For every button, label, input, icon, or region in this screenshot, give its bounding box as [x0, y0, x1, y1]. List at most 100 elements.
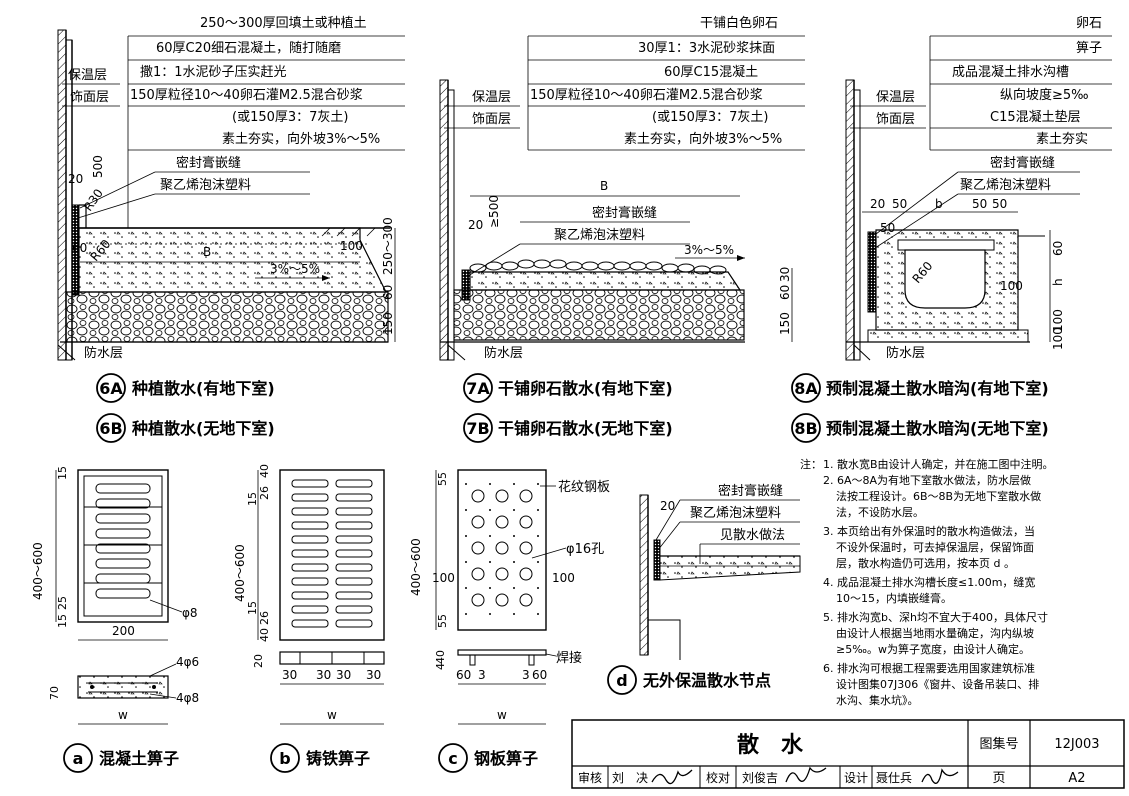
dim-w: w [497, 708, 507, 722]
dim-30: 30 [316, 668, 331, 682]
sheet-title: 散 水 [737, 733, 804, 758]
atlas-label: 图集号 [979, 736, 1018, 752]
layer-label: 干铺白色卵石 [700, 15, 778, 31]
dim-30: 30 [778, 267, 792, 282]
dim-55: 55 [436, 614, 449, 628]
review-label: 审核 [578, 770, 602, 785]
dim-100h: 100 [1051, 327, 1065, 350]
detail-title: 混凝土箅子 [99, 749, 179, 768]
dim-50: 50 [892, 197, 907, 211]
grate-a-concrete: 400～600 15 25 15 200 φ8 4φ6 4φ8 70 w a 混… [31, 466, 199, 773]
dim-20: 20 [252, 654, 265, 668]
waterproof-label: 防水层 [886, 345, 925, 361]
detail-d-no-insulation: 密封膏嵌缝 聚乙烯泡沫塑料 见散水做法 20 d 无外保温散水节点 [607, 483, 801, 695]
review-name: 刘 决 [612, 771, 648, 785]
detail-code: 6B [99, 419, 122, 438]
detail-code: 7B [466, 419, 489, 438]
callout-sealant: 密封膏嵌缝 [990, 155, 1055, 171]
dim-60: 60 [1051, 241, 1065, 256]
detail-code: d [616, 671, 627, 690]
layer-label: 150厚粒径10～40卵石灌M2.5混合砂浆 [530, 88, 763, 103]
note-line: 由设计人根据当地雨水量确定，沟内纵坡 [836, 626, 1034, 640]
layer-label: (或150厚3：7灰土) [232, 110, 349, 125]
detail-title: 预制混凝土散水暗沟(有地下室) [826, 379, 1049, 398]
dim-height: 400～600 [409, 538, 423, 596]
dim-60v: 60 [381, 285, 395, 300]
layer-label: 30厚1：3水泥砂浆抹面 [638, 41, 775, 56]
layer-label: 素土夯实 [1036, 132, 1088, 147]
dim-150: 150 [778, 312, 792, 335]
callout-sealant: 密封膏嵌缝 [718, 483, 783, 499]
detail-title: 干铺卵石散水(有地下室) [498, 379, 673, 398]
note-line: 10～15，内填嵌缝膏。 [836, 591, 952, 605]
note-line: 1. 散水宽B由设计人确定，并在施工图中注明。 [823, 457, 1054, 471]
layer-label: 纵向坡度≥5‰ [1000, 87, 1089, 103]
callout-sealant: 密封膏嵌缝 [176, 155, 241, 171]
dim-60: 60 [456, 668, 471, 682]
dim-b: b [935, 197, 943, 211]
detail-title: 预制混凝土散水暗沟(无地下室) [826, 419, 1049, 438]
notes-head: 注： [800, 457, 822, 471]
layer-label: 250～300厚回填土或种植土 [200, 16, 367, 31]
page-number: A2 [1068, 771, 1085, 786]
dim-height: 400～600 [31, 542, 45, 600]
atlas-number: 12J003 [1054, 737, 1099, 752]
design-label: 设计 [844, 771, 868, 785]
dim-w: w [118, 708, 128, 722]
insulation-label: 保温层 [472, 90, 511, 105]
dim-60: 60 [532, 668, 547, 682]
rebar-phi8: φ8 [182, 606, 198, 620]
detail-7-pebble-apron: 干铺白色卵石 30厚1：3水泥砂浆抹面 60厚C15混凝土 150厚粒径10～4… [439, 15, 805, 361]
detail-8-drain-apron: 卵石 箅子 成品混凝土排水沟槽 纵向坡度≥5‰ C15混凝土垫层 素土夯实 保温… [845, 16, 1112, 361]
dim-200: 200 [112, 624, 135, 638]
detail-title: 干铺卵石散水(无地下室) [498, 419, 673, 438]
label-hole: φ16孔 [566, 542, 604, 557]
note-line: 2. 6A～8A为有地下室散水做法，防水层做 [823, 473, 1031, 487]
layer-label: 箅子 [1076, 40, 1102, 56]
dim-20: 20 [660, 499, 675, 513]
finish-label: 饰面层 [876, 112, 915, 127]
grate-b-cast-iron: 400～600 40 26 15 15 26 40 20 30 30 30 30… [233, 464, 385, 773]
note-line: ≥5‰。w为箅子宽度，由设计人确定。 [836, 642, 1030, 656]
layer-label: 撒1：1水泥砂子压实赶光 [140, 64, 287, 80]
detail-code: c [448, 749, 457, 768]
dim-20: 20 [68, 172, 83, 186]
note-line: 不设外保温时，可去掉保温层，保留饰面 [836, 540, 1034, 554]
dim-26: 26 [258, 611, 271, 625]
dim-40: 40 [258, 464, 271, 478]
dim-100: 100 [432, 571, 455, 585]
dim-15: 15 [56, 466, 69, 480]
dim-slope: 3%～5% [684, 243, 734, 257]
finish-label: 饰面层 [472, 112, 511, 127]
rebar-4phi6: 4φ6 [176, 655, 199, 669]
dim-70: 70 [48, 686, 61, 700]
dim-150: 150 [381, 312, 395, 335]
note-line: 法，不设防水层。 [836, 505, 924, 519]
callout-foam: 聚乙烯泡沫塑料 [554, 228, 645, 243]
layer-label: 素土夯实，向外坡3%～5% [222, 131, 380, 147]
detail-6-planting-apron: 250～300厚回填土或种植土 60厚C20细石混凝土，随打随磨 撒1：1水泥砂… [57, 16, 405, 361]
dim-b: B [203, 245, 211, 259]
layer-label: (或150厚3：7灰土) [652, 110, 769, 125]
dim-500: 500 [91, 155, 105, 178]
notes-block: 注： 1. 散水宽B由设计人确定，并在施工图中注明。 2. 6A～8A为有地下室… [800, 457, 1054, 707]
waterproof-label: 防水层 [84, 345, 123, 361]
detail-code: 8A [794, 379, 818, 398]
finish-label: 饰面层 [70, 90, 109, 105]
dim-30: 30 [282, 668, 297, 682]
layer-label: 60厚C20细石混凝土，随打随磨 [156, 40, 341, 56]
wall-hatch [57, 29, 67, 361]
dim-20: 20 [870, 197, 885, 211]
insulation-label: 保温层 [876, 90, 915, 105]
detail-title: 铸铁箅子 [306, 749, 370, 768]
layer-label: 60厚C15混凝土 [664, 64, 758, 80]
design-signature [921, 768, 959, 784]
dim-500: ≥500 [487, 195, 501, 228]
detail-code: 6A [99, 379, 123, 398]
waterproof-label: 防水层 [484, 345, 523, 361]
label-checker-plate: 花纹钢板 [558, 479, 610, 495]
callout-foam: 聚乙烯泡沫塑料 [960, 178, 1051, 193]
page-label: 页 [992, 771, 1005, 786]
title-block: 散 水 图集号 12J003 审核 刘 决 校对 刘俊吉 设计 聂仕兵 页 A2 [571, 719, 1125, 789]
